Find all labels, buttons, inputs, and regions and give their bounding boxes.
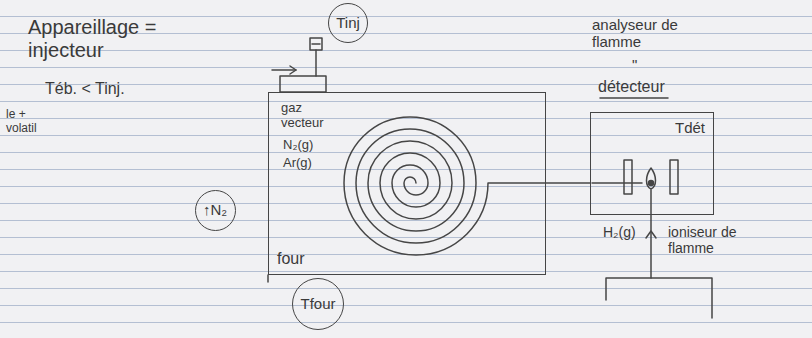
gas-label: gaz vecteur [281,101,339,131]
title-note: Appareillage = injecteur [28,16,193,62]
column-connector [546,182,590,184]
temperature-circle: Tinj [328,3,368,43]
condition-note: Téb. < Tinj. [45,80,185,98]
flow-circle: ↑N₂ [195,190,236,231]
node-text: Tinj [336,14,360,31]
underline [600,97,668,99]
syringe-needle [315,50,317,76]
flame [647,168,656,189]
column-spiral [344,117,545,255]
hydrogen-supply [606,278,712,318]
detector-box: Tdét [590,112,714,215]
injector-body [280,76,326,92]
temperature-circle: Tfour [292,278,344,330]
part-label: ioniseur de flamme [668,224,768,256]
gas-label: Ar(g) [283,156,339,171]
gas-inlet-arrowhead [290,66,296,74]
part-label: détecteur [598,78,708,96]
gas-label: N₂(g) [283,138,339,153]
part-label: analyseur de flamme [592,16,702,51]
gas-label: H₂(g) [603,224,647,240]
gas-inlet-arrow [272,69,296,71]
column-end [592,182,642,184]
syringe-barrel [310,38,322,50]
flame-core [649,181,654,186]
node-text: four [277,250,305,268]
ditto-mark: " [632,56,652,73]
hydrogen-line [650,190,652,278]
hydrogen-arrow [646,231,656,238]
side-note: le + volatil [6,108,58,136]
electrode [624,160,632,194]
node-text: Tfour [300,295,335,312]
oven-wall [267,275,269,282]
syringe-mark [312,43,320,45]
node-text: ↑N₂ [203,201,227,218]
node-text: Tdét [675,119,705,136]
electrode [670,160,678,194]
